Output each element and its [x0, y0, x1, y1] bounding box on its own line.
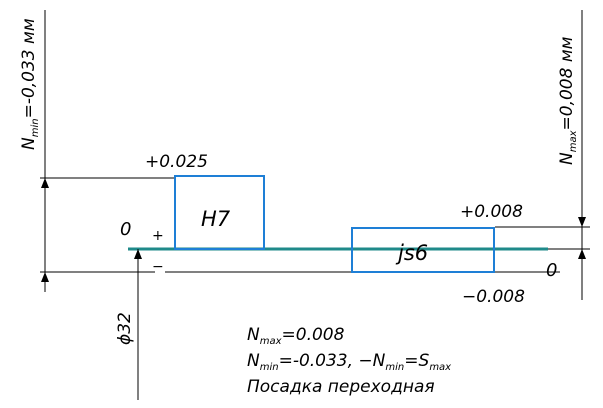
h7-label: H7 — [201, 207, 231, 231]
fit-type-label: Посадка переходная — [247, 377, 435, 397]
nmin-vertical-n: N — [19, 137, 39, 150]
summary-nmin: Nmin=-0.033, −Nmin=Smax — [247, 351, 451, 373]
plus-sign: + — [152, 228, 164, 244]
nmax-vertical-value: =0,008 мм — [557, 36, 577, 130]
diameter-arrow — [134, 249, 142, 259]
js6-upper-deviation: +0.008 — [460, 202, 523, 222]
js6-tolerance-zone — [351, 227, 495, 273]
nmin-vertical-sub: min — [30, 118, 41, 137]
nmax-arrow-bottom — [578, 249, 586, 259]
nmin-vertical-value: =-0,033 мм — [19, 18, 39, 118]
nmax-vertical-n: N — [557, 152, 577, 165]
svg-text:Nmax=0,008 мм: Nmax=0,008 мм — [557, 36, 579, 165]
nmin-arrow-top — [41, 178, 49, 188]
zero-label-left: 0 — [120, 219, 131, 240]
nmax-vertical-sub: max — [568, 130, 579, 152]
js6-label: js6 — [395, 241, 428, 265]
js6-lower-deviation: −0.008 — [462, 287, 525, 307]
summary-nmax: Nmax=0.008 — [247, 325, 345, 347]
zero-label-right: 0 — [546, 260, 557, 281]
nmin-arrow-bottom — [41, 272, 49, 282]
h7-upper-deviation: +0.025 — [145, 152, 208, 172]
diameter-label: ϕ32 — [115, 312, 135, 345]
h7-tolerance-zone — [174, 175, 265, 250]
minus-sign: − — [152, 259, 164, 275]
svg-text:Nmin=-0,033 мм: Nmin=-0,033 мм — [19, 18, 41, 150]
nmax-arrow-top — [578, 217, 586, 227]
